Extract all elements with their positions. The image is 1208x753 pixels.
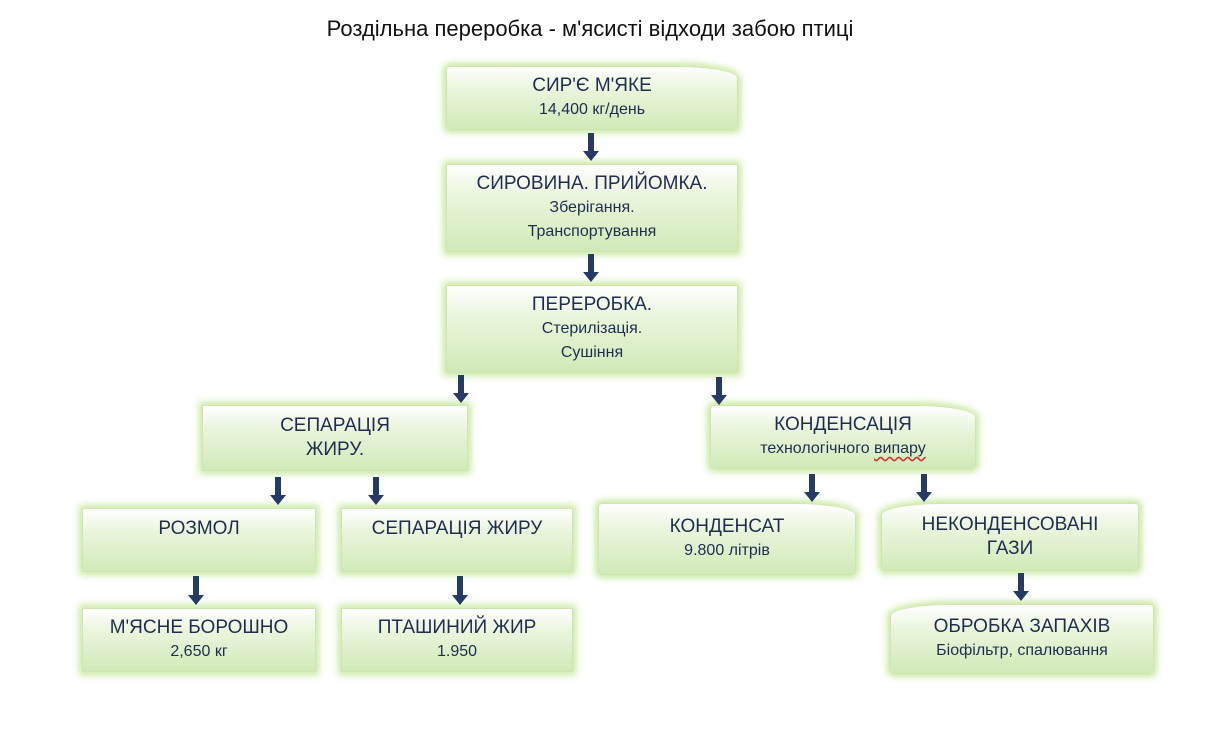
arrow-processing-to-condensation (711, 377, 727, 405)
arrow-grinding-to-meat-meal (188, 576, 204, 605)
node-raw-material: СИР'Є М'ЯКЕ 14,400 кг/день (446, 66, 738, 130)
arrow-raw-to-intake (583, 133, 599, 161)
node-condensation-subtitle: технологічного випару (760, 437, 926, 461)
node-poultry-fat: ПТАШИНИЙ ЖИР 1.950 (341, 608, 573, 672)
node-condensation-subtitle-b: випару (874, 440, 926, 457)
node-intake-line3: Транспортування (527, 223, 657, 240)
diagram-title: Роздільна переробка - м'ясисті відходи з… (326, 16, 854, 41)
node-meat-meal: М'ЯСНЕ БОРОШНО 2,650 кг (82, 608, 316, 672)
node-meat-meal-amount: 2,650 кг (170, 643, 228, 660)
node-intake-line2: Зберігання. (549, 199, 635, 216)
node-processing-line3: Сушіння (560, 344, 624, 361)
node-meat-meal-title: М'ЯСНЕ БОРОШНО (109, 617, 289, 638)
arrow-fat-separation-to-grinding (270, 477, 286, 505)
node-raw-material-title: СИР'Є М'ЯКЕ (532, 75, 652, 96)
node-odor-treatment: ОБРОБКА ЗАПАХІВ Біофільтр, спалювання (890, 604, 1154, 674)
node-non-condensable-gases: НЕКОНДЕНСОВАНІ ГАЗИ (881, 503, 1139, 571)
node-condensation-subtitle-a: технологічного (760, 440, 875, 457)
node-non-condensable-gases-line1: НЕКОНДЕНСОВАНІ (921, 514, 1099, 535)
node-condensate: КОНДЕНСАТ 9.800 літрів (598, 503, 856, 575)
node-intake-title: СИРОВИНА. ПРИЙОМКА. (476, 173, 708, 194)
arrow-intake-to-processing (583, 254, 599, 282)
node-fat-separation-2: СЕПАРАЦІЯ ЖИРУ (341, 508, 573, 572)
node-fat-separation-2-title: СЕПАРАЦІЯ ЖИРУ (371, 518, 543, 539)
node-non-condensable-gases-line2: ГАЗИ (986, 538, 1034, 559)
node-poultry-fat-amount: 1.950 (436, 643, 478, 660)
node-fat-separation-line2: ЖИРУ. (305, 439, 365, 460)
node-condensation: КОНДЕНСАЦІЯ технологічного випару (710, 405, 976, 469)
node-grinding-title: РОЗМОЛ (158, 518, 240, 539)
node-processing-title: ПЕРЕРОБКА. (531, 294, 653, 315)
node-odor-treatment-methods: Біофільтр, спалювання (936, 642, 1108, 659)
node-processing-line2: Стерилізація. (541, 320, 643, 337)
node-condensation-title: КОНДЕНСАЦІЯ (774, 414, 912, 435)
node-odor-treatment-title: ОБРОБКА ЗАПАХІВ (933, 616, 1111, 637)
node-fat-separation-line1: СЕПАРАЦІЯ (280, 415, 390, 436)
arrow-condensation-to-condensate (804, 474, 820, 502)
node-intake: СИРОВИНА. ПРИЙОМКА. Зберігання. Транспор… (446, 164, 738, 252)
arrow-processing-to-fat-separation (453, 375, 469, 403)
node-raw-material-amount: 14,400 кг/день (538, 101, 646, 118)
node-condensate-amount: 9.800 літрів (684, 542, 770, 559)
node-grinding: РОЗМОЛ (82, 508, 316, 572)
node-condensate-title: КОНДЕНСАТ (669, 516, 785, 537)
node-fat-separation: СЕПАРАЦІЯ ЖИРУ. (202, 405, 468, 471)
arrow-fat-separation-to-fat-separation-2 (368, 477, 384, 505)
node-processing: ПЕРЕРОБКА. Стерилізація. Сушіння (446, 285, 738, 373)
node-poultry-fat-title: ПТАШИНИЙ ЖИР (377, 617, 537, 638)
arrow-condensation-to-non-condensable (916, 474, 932, 502)
arrow-non-condensable-to-odor-treatment (1013, 573, 1029, 601)
arrow-fat-separation-2-to-poultry-fat (452, 576, 468, 605)
